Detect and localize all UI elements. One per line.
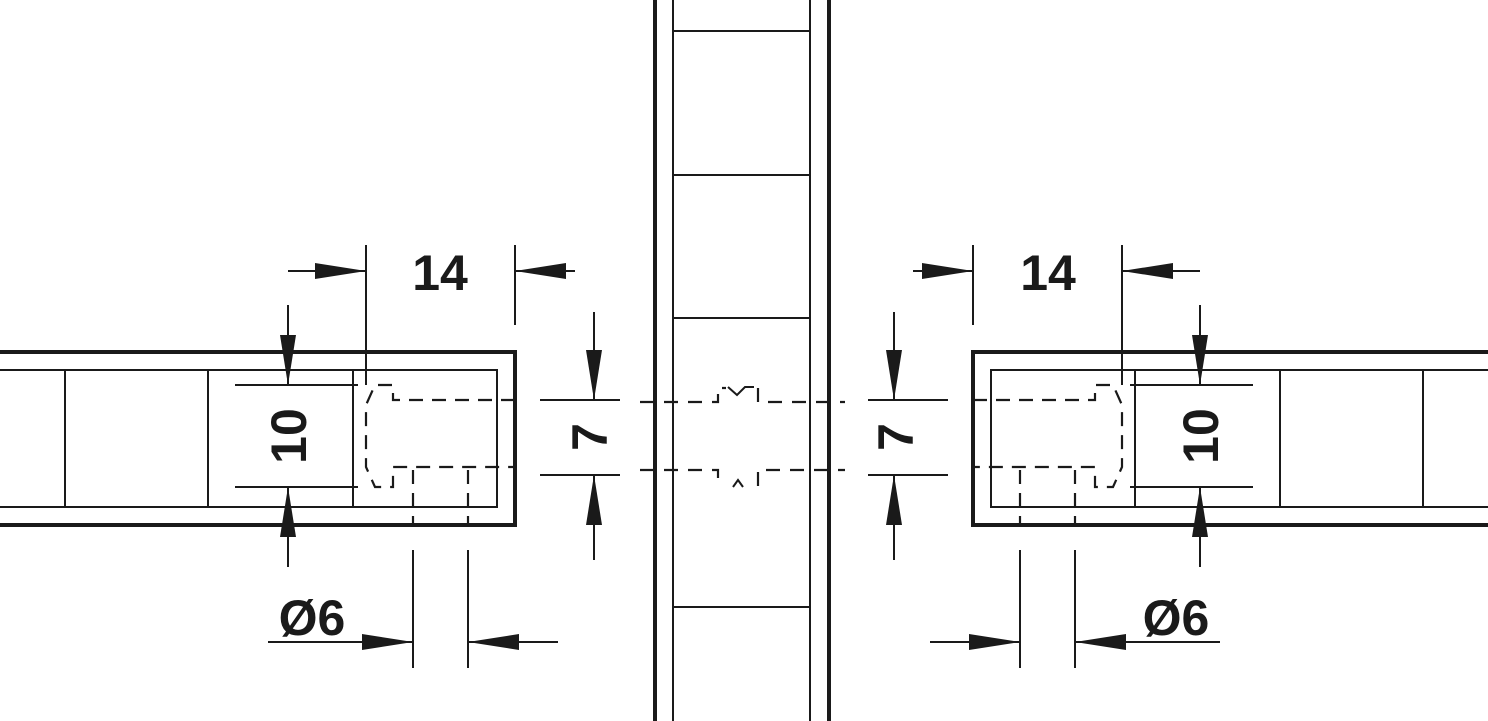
left-offset-label: 7: [562, 423, 618, 451]
left-shank-diameter-label: Ø6: [279, 590, 346, 646]
left-head-diameter-label: 10: [261, 408, 317, 464]
center-panel: [640, 0, 845, 721]
right-head-diameter-label: 10: [1173, 408, 1229, 464]
right-offset-label: 7: [868, 423, 924, 451]
right-depth-label: 14: [1020, 245, 1076, 301]
left-depth-label: 14: [412, 245, 468, 301]
right-shank-diameter-label: Ø6: [1143, 590, 1210, 646]
